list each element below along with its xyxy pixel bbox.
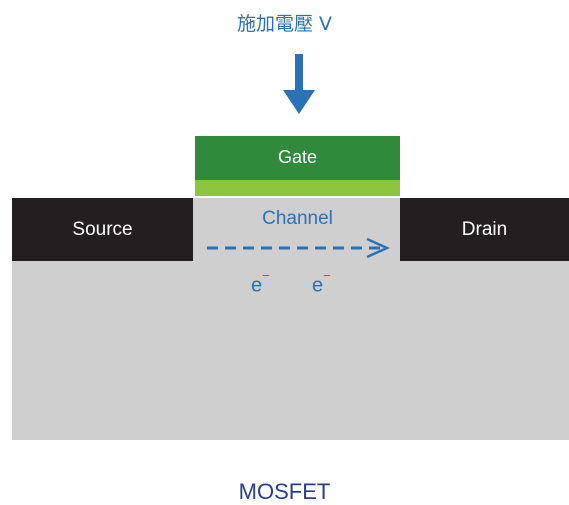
gate-electrode (195, 136, 400, 180)
voltage-arrow-icon (283, 54, 315, 114)
source-label: Source (72, 219, 133, 240)
electron-flow-arrow-icon (207, 237, 391, 259)
gate-oxide-layer (195, 180, 400, 196)
source-region (12, 198, 193, 261)
gate-label: Gate (277, 147, 318, 167)
channel-label: Channel (262, 208, 333, 229)
applied-voltage-label: 施加電壓 V (236, 13, 333, 35)
drain-label: Drain (461, 219, 508, 240)
drain-region (400, 198, 569, 261)
electron-symbol: e− (312, 268, 331, 297)
electron-symbol: e− (251, 268, 270, 297)
diagram-title: MOSFET (238, 479, 331, 504)
